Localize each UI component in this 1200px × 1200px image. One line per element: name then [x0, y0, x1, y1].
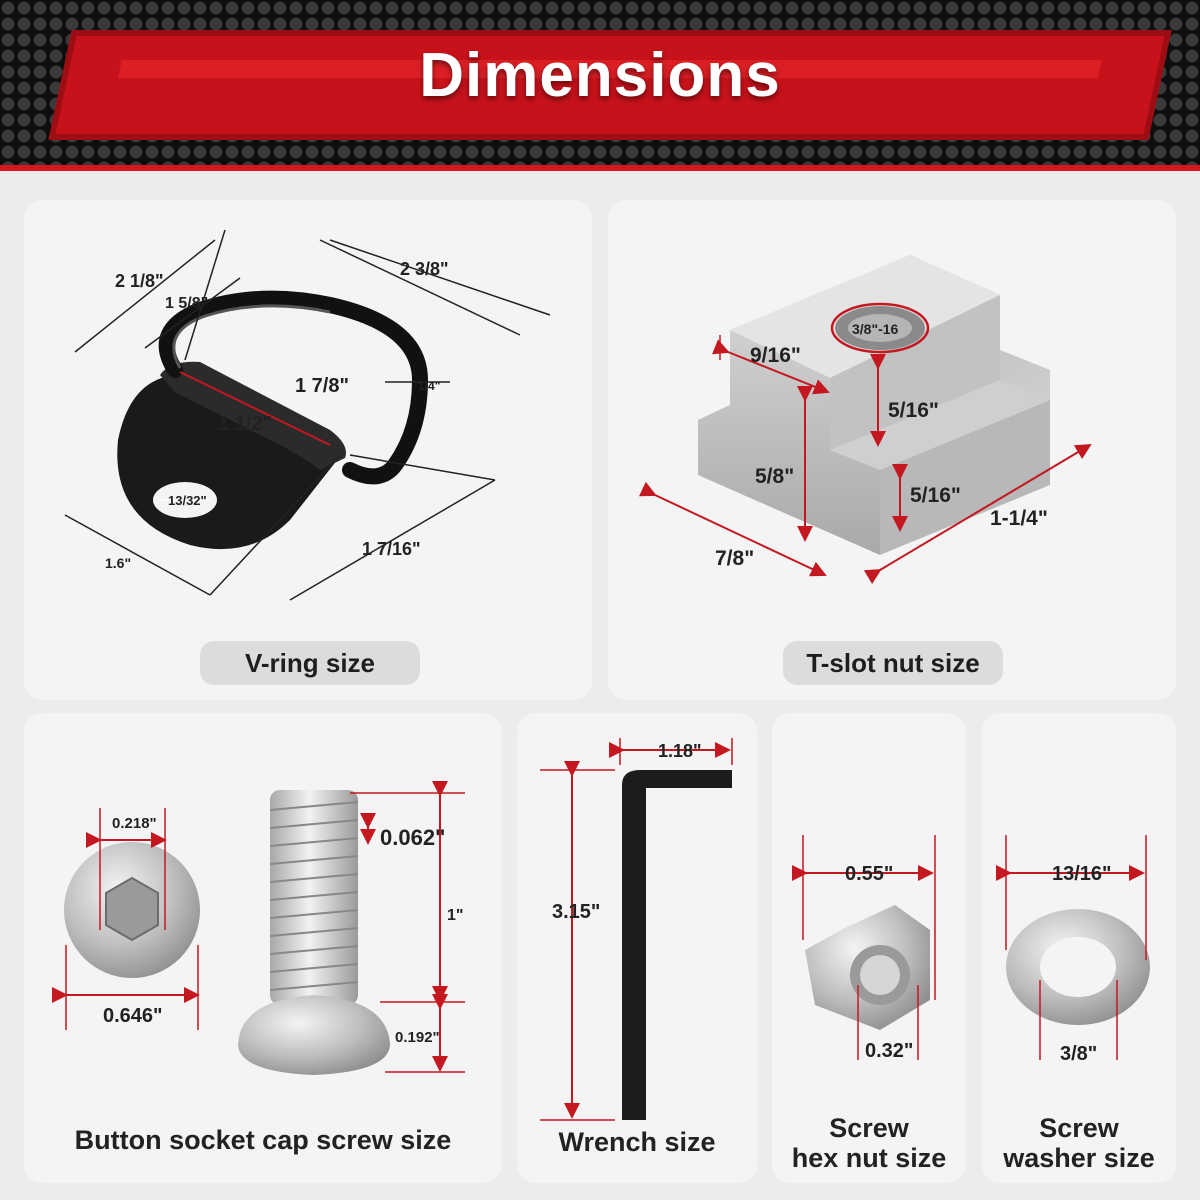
- hexnut-label-w: 0.55": [845, 863, 893, 885]
- header-banner: Dimensions: [0, 0, 1200, 170]
- vring-label-d2: 1 5/8": [165, 295, 208, 312]
- vring-label-d9: 1 7/16": [362, 539, 421, 559]
- tslot-dimension-lines: [638, 335, 1092, 585]
- vring-label-d8: 1.6": [105, 555, 131, 571]
- hexnut-caption: Screw hex nut size: [772, 1113, 966, 1173]
- wrench-caption: Wrench size: [558, 1127, 716, 1157]
- vring-dim-line-1-7-16: [289, 479, 496, 601]
- vring-dim-line-2-1-8: [74, 239, 216, 353]
- washer-caption: Screw washer size: [982, 1113, 1176, 1173]
- tslot-label-d3: 5/8": [755, 465, 794, 488]
- tslot-label-d4: 5/16": [910, 484, 961, 507]
- vring-label-d4: 1 7/8": [295, 375, 349, 397]
- vring-caption: V-ring size: [200, 641, 420, 685]
- wrench-dimension-lines: [540, 738, 733, 1121]
- screw-caption: Button socket cap screw size: [74, 1125, 452, 1155]
- vring-label-d7: 13/32": [168, 493, 207, 508]
- vring-red-dim-1-1-2: [179, 371, 331, 446]
- page-title: Dimensions: [419, 41, 781, 110]
- hexnut-illustration: [805, 905, 930, 1030]
- hexnut-dimension-lines: [792, 835, 936, 1060]
- screw-head-top-view: [64, 842, 200, 978]
- washer-caption-line1: Screw: [1039, 1113, 1119, 1143]
- screw-label-pitch: 0.062": [380, 825, 445, 850]
- screw-label-head: 0.646": [103, 1005, 163, 1027]
- vring-label-d6: 1 1/2": [218, 413, 272, 435]
- screw-label-hex: 0.218": [112, 815, 157, 832]
- vring-dim-line-2-3-8: [319, 239, 521, 336]
- tslot-label-d6: 7/8": [715, 547, 754, 570]
- tslot-label-d2: 5/16": [888, 399, 939, 422]
- vring-dim-line-1-5-8: [144, 277, 241, 349]
- wrench-illustration: [622, 770, 732, 1120]
- washer-illustration: [1006, 909, 1150, 1025]
- screw-side-view: [238, 790, 390, 1075]
- screw-label-length: 1": [447, 907, 463, 924]
- tslot-caption: T-slot nut size: [783, 641, 1003, 685]
- washer-caption-line2: washer size: [1003, 1143, 1155, 1173]
- washer-label-w: 13/16": [1052, 863, 1112, 885]
- washer-label-h: 3/8": [1060, 1043, 1097, 1065]
- tslot-label-d5: 1-1/4": [990, 507, 1048, 530]
- vring-label-d1: 2 1/8": [115, 271, 164, 291]
- header-divider: [0, 165, 1200, 171]
- wrench-label-w: 1.18": [658, 741, 702, 761]
- hexnut-caption-line2: hex nut size: [791, 1143, 947, 1173]
- screw-label-head-h: 0.192": [395, 1029, 440, 1046]
- wrench-label-h: 3.15": [552, 901, 600, 923]
- vring-label-d5: 1/4": [418, 379, 440, 393]
- hexnut-caption-line1: Screw: [829, 1113, 909, 1143]
- screw-dimension-lines: [52, 781, 465, 1073]
- tslot-label-thread: 3/8"-16: [852, 321, 899, 337]
- hexnut-label-h: 0.32": [865, 1040, 913, 1062]
- vring-label-d3: 2 3/8": [400, 259, 449, 279]
- washer-dimension-lines: [996, 835, 1147, 1060]
- vring-dim-line-1-6: [64, 514, 211, 596]
- vring-dimension-lines: [64, 229, 551, 601]
- tslot-label-d1: 9/16": [750, 344, 801, 367]
